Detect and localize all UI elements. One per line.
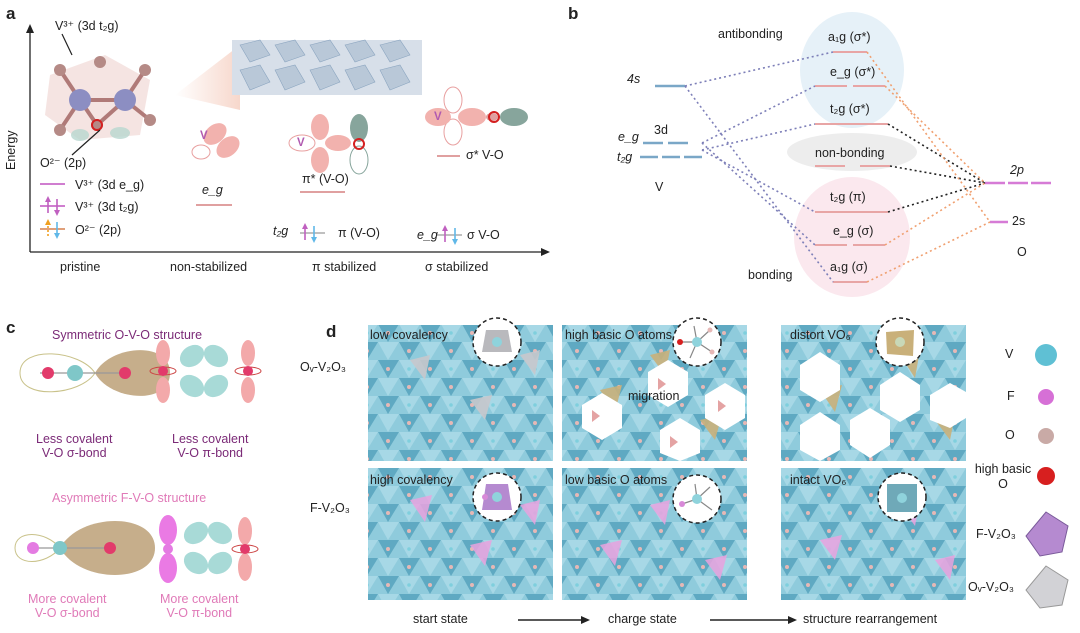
sigma-star-label: σ* V-O — [466, 148, 504, 162]
v-label: V — [655, 180, 664, 194]
mo-a1g-sigma-star: a₁g (σ*) — [828, 30, 871, 44]
tile-label-low-covalency: low covalency — [370, 328, 448, 342]
tile-label-intact-vo6: intact VO₆ — [790, 473, 847, 487]
antibonding-region — [800, 12, 904, 128]
t2g-label: t₂g — [273, 224, 289, 238]
v-eg-label: e_g — [618, 130, 639, 144]
tile-f-start — [368, 468, 553, 600]
tile-label-high-covalency: high covalency — [370, 473, 453, 487]
legend-o-label: O — [1005, 428, 1015, 442]
mo-t2g-sigma-star: t₂g (σ*) — [830, 102, 870, 116]
legend-f-label: F — [1007, 389, 1015, 403]
mo-eg-sigma: e_g (σ) — [833, 224, 874, 238]
asymmetric-pi-line2: V-O π-bond — [166, 606, 233, 620]
orbital-v-1: V — [200, 130, 208, 142]
v-4s-label: 4s — [627, 72, 641, 86]
eg-orbital-icon — [191, 123, 240, 160]
tile-ov-start — [368, 325, 553, 461]
category-pi-stabilized: π stabilized — [312, 260, 377, 274]
symmetric-sigma-orbital-icon — [19, 350, 170, 396]
pi-star-label: π* (V-O) — [302, 172, 349, 186]
row-label-f-v2o3: F-V₂O₃ — [310, 501, 350, 515]
panel-letter-b: b — [568, 4, 579, 23]
mo-a1g-sigma: a₁g (σ) — [830, 260, 868, 274]
asymmetric-sigma-caption: More covalent V-O σ-bond — [28, 592, 107, 620]
step-structure-rearrangement: structure rearrangement — [803, 612, 938, 626]
o-2p-label: 2p — [1010, 163, 1024, 177]
tile-f-charge — [562, 468, 747, 600]
category-non-stabilized: non-stabilized — [170, 260, 248, 274]
sigma-label: σ V-O — [467, 228, 500, 242]
asymmetric-sigma-orbital-icon — [14, 521, 155, 575]
bonding-label: bonding — [748, 268, 793, 282]
legend-v-icon — [1035, 344, 1057, 366]
legend-f-v2o3-icon — [1025, 511, 1069, 557]
asymmetric-pi-orbital-icon — [159, 515, 259, 583]
pi-orbital-icon — [288, 114, 369, 175]
tile-f-rearrange — [781, 468, 966, 600]
symmetric-sigma-line1: Less covalent — [36, 432, 113, 446]
category-pristine: pristine — [60, 260, 101, 274]
legend-v-t2g: V³⁺ (3d t₂g) — [75, 200, 139, 214]
panel-letter-c: c — [6, 318, 16, 337]
row-label-ov-v2o3: Oᵥ-V₂O₃ — [300, 360, 346, 374]
v-ion-label: V³⁺ (3d t₂g) — [55, 19, 119, 33]
nonbonding-label: non-bonding — [815, 146, 885, 160]
symmetric-pi-orbital-icon — [149, 340, 262, 403]
legend-ov-v2o3-label: Oᵥ-V₂O₃ — [968, 580, 1014, 594]
step-charge-state: charge state — [608, 612, 677, 626]
eg-label-sigma: e_g — [417, 228, 438, 242]
tile-label-low-basic-o: low basic O atoms — [565, 473, 668, 487]
asymmetric-sigma-line1: More covalent — [28, 592, 107, 606]
asymmetric-pi-caption: More covalent V-O π-bond — [160, 592, 239, 620]
bonding-region — [794, 177, 910, 297]
legend-f-icon — [1038, 389, 1054, 405]
asymmetric-title: Asymmetric F-V-O structure — [52, 491, 207, 505]
v-t2g-label: t₂g — [617, 150, 633, 164]
panel-letter-d: d — [326, 322, 337, 341]
v2o3-cluster-icon — [45, 55, 156, 141]
tile-label-distort-vo6: distort VO₆ — [790, 328, 851, 342]
asymmetric-pi-line1: More covalent — [160, 592, 239, 606]
legend-v-label: V — [1005, 347, 1014, 361]
symmetric-sigma-line2: V-O σ-bond — [41, 446, 107, 460]
antibonding-label: antibonding — [718, 27, 783, 41]
symmetric-sigma-caption: Less covalent V-O σ-bond — [36, 432, 112, 460]
nonbonding-region — [787, 133, 917, 171]
symmetric-pi-line2: V-O π-bond — [177, 446, 244, 460]
legend-v-eg: V³⁺ (3d e_g) — [75, 178, 145, 192]
sigma-orbital-icon — [425, 86, 528, 146]
orbital-v-3: V — [434, 111, 442, 123]
tile-label-high-basic-o: high basic O atoms — [565, 328, 672, 342]
symmetric-title: Symmetric O-V-O structure — [52, 328, 203, 342]
eg-label: e_g — [202, 183, 223, 197]
v-3d-label: 3d — [654, 123, 668, 137]
pi-label: π (V-O) — [338, 226, 380, 240]
category-sigma-stabilized: σ stabilized — [425, 260, 489, 274]
mo-t2g-pi: t₂g (π) — [830, 190, 866, 204]
legend-f-v2o3-label: F-V₂O₃ — [976, 527, 1016, 541]
legend-high-basic-o-label: high basic O — [974, 462, 1032, 491]
legend-o-2p: O²⁻ (2p) — [75, 223, 122, 237]
orbital-v-2: V — [297, 137, 305, 149]
legend-high-basic-o-icon — [1037, 467, 1055, 485]
symmetric-pi-line1: Less covalent — [172, 432, 249, 446]
asymmetric-sigma-line2: V-O σ-bond — [34, 606, 100, 620]
symmetric-pi-caption: Less covalent V-O π-bond — [172, 432, 248, 460]
panel-letter-a: a — [6, 4, 16, 23]
step-start-state: start state — [413, 612, 468, 626]
crystal-slab-icon — [232, 39, 422, 95]
o-label: O — [1017, 245, 1027, 259]
o-2s-label: 2s — [1012, 214, 1026, 228]
o-ion-label: O²⁻ (2p) — [40, 156, 87, 170]
mo-eg-sigma-star: e_g (σ*) — [830, 65, 876, 79]
legend-ov-v2o3-icon — [1025, 565, 1069, 609]
legend-o-icon — [1038, 428, 1054, 444]
migration-label: migration — [628, 389, 680, 403]
